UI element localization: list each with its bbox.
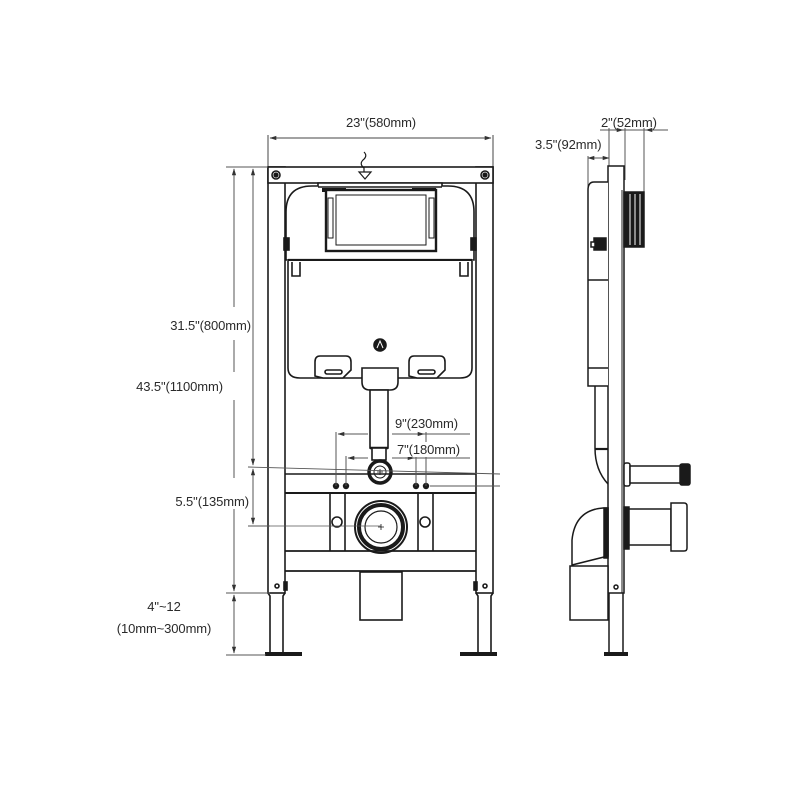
side-cistern	[587, 181, 608, 387]
cistern-height-label: 31.5"(800mm)	[169, 318, 252, 333]
side-drain-connector	[623, 502, 688, 552]
flow-arrow-icon	[357, 151, 373, 180]
front-view	[226, 135, 501, 656]
side-flush-connector	[623, 462, 691, 487]
cistern-tank	[287, 258, 473, 391]
waste-elbow	[359, 571, 403, 621]
flush-valve-opening	[324, 188, 438, 253]
bolt-spacing-outer-label: 9"(230mm)	[394, 416, 459, 431]
drain-outlet-plate	[329, 493, 434, 554]
bolt-dimensions	[335, 431, 500, 487]
drain-outlet	[354, 500, 408, 554]
vertical-dimensions	[226, 166, 501, 656]
leg-adjust-label-line2: (10mm~300mm)	[116, 621, 212, 636]
foot-plates	[265, 652, 497, 656]
overall-width-label: 23"(580mm)	[345, 115, 417, 130]
side-waste-elbow	[569, 507, 609, 621]
bolt-spacing-inner-label: 7"(180mm)	[396, 442, 461, 457]
overall-height-label: 43.5"(1100mm)	[135, 379, 224, 394]
depth-dimensions	[587, 127, 668, 192]
frame-depth-label: 3.5"(92mm)	[535, 137, 602, 152]
frame-top-rail	[267, 166, 494, 184]
side-view	[569, 127, 691, 656]
side-upright	[607, 165, 625, 594]
side-flush-plate	[623, 191, 645, 248]
flush-pipe	[367, 389, 393, 485]
leg-adjust-label-line1: 4"~12	[147, 599, 181, 614]
bottom-crossbar	[285, 550, 476, 572]
bolt-to-outlet-label: 5.5"(135mm)	[174, 494, 250, 509]
flush-plate-depth-label: 2"(52mm)	[601, 115, 657, 130]
width-dimension	[267, 135, 494, 168]
adjustable-legs	[267, 581, 494, 653]
